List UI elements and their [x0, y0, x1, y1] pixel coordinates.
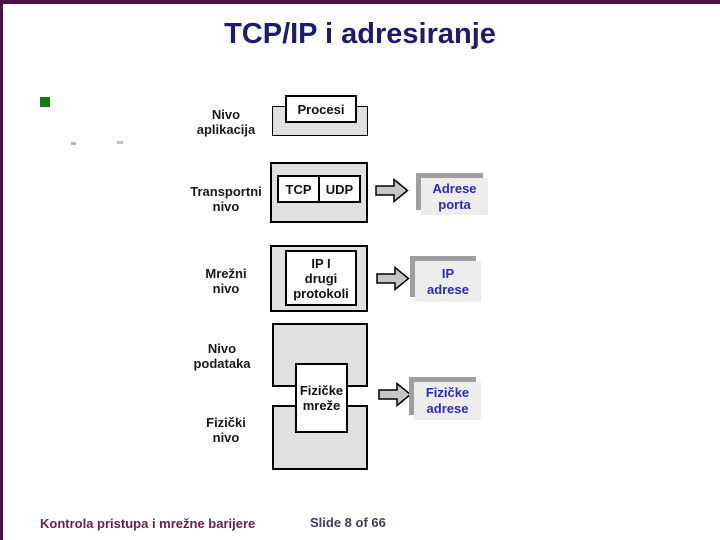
label-line: Mrežni	[205, 266, 247, 281]
label-line: nivo	[212, 430, 240, 445]
label-line: Nivo	[207, 341, 237, 356]
layer-slab-physical	[272, 405, 368, 470]
physical-networks-box: Fizičke mreže	[295, 363, 348, 433]
addr-line: IP	[441, 265, 455, 281]
addr-line: Fizičke	[425, 385, 470, 400]
label-line: nivo	[212, 199, 240, 214]
green-square-bullet-icon	[40, 97, 50, 107]
physical-addresses-box: Fizičke adrese	[414, 382, 481, 420]
label-line: Nivo	[211, 107, 241, 122]
label-line: Transportni	[190, 184, 262, 199]
layer-label-transport: Transportni nivo	[176, 184, 276, 214]
addr-line: Adrese	[432, 180, 477, 196]
procesi-label: Procesi	[297, 101, 345, 117]
label-line: nivo	[212, 281, 240, 296]
label-line: podataka	[193, 356, 251, 371]
block-arrow-right-icon	[375, 177, 409, 204]
tcp-cell: TCP	[279, 177, 320, 201]
udp-cell: UDP	[320, 177, 359, 201]
label-line: Fizički	[206, 415, 246, 430]
slide-top-border	[0, 0, 720, 4]
layer-label-network: Mrežni nivo	[176, 266, 276, 296]
tcp-udp-box: TCP UDP	[277, 175, 361, 203]
ip-line: IP I	[311, 255, 331, 271]
layer-label-physical: Fizički nivo	[176, 415, 276, 445]
mreze-line: Fizičke	[299, 383, 344, 398]
faint-mark	[71, 142, 76, 145]
layer-label-datalink: Nivo podataka	[172, 341, 272, 371]
slide-number: Slide 8 of 66	[310, 515, 386, 530]
block-arrow-right-icon	[376, 265, 410, 292]
udp-label: UDP	[325, 181, 354, 197]
ip-line: drugi	[304, 270, 338, 286]
ip-addresses-box: IP adrese	[415, 261, 481, 302]
procesi-box: Procesi	[285, 95, 357, 123]
block-arrow-right-icon	[378, 381, 412, 408]
addr-line: adrese	[427, 281, 469, 297]
mreze-line: mreže	[302, 398, 341, 413]
layer-label-application: Nivo aplikacija	[176, 107, 276, 137]
addr-line: porta	[438, 196, 471, 212]
footer-title: Kontrola pristupa i mrežne barijere	[40, 516, 256, 531]
slide-title: TCP/IP i adresiranje	[224, 18, 496, 50]
port-addresses-box: Adrese porta	[421, 178, 488, 215]
slide-left-border	[0, 0, 3, 540]
addr-line: adrese	[426, 401, 469, 416]
tcp-label: TCP	[285, 181, 312, 197]
label-line: aplikacija	[196, 122, 256, 137]
ip-protocols-box: IP I drugi protokoli	[285, 250, 357, 306]
ip-line: protokoli	[293, 285, 349, 301]
faint-mark	[117, 141, 123, 144]
